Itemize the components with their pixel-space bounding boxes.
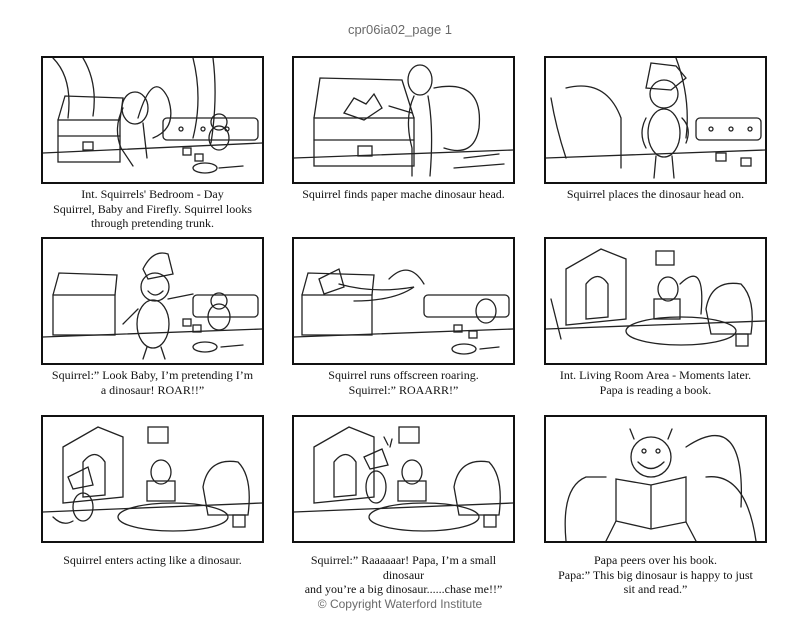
runs-offscreen-sketch (294, 268, 513, 355)
storyboard-panel-6: Int. Living Room Area - Moments later. P… (544, 237, 767, 397)
copyright-notice: © Copyright Waterford Institute (317, 597, 483, 611)
trunk-dino-head-sketch (294, 64, 513, 177)
panel-caption: Squirrel:” Look Baby, I’m pretending I’m… (51, 368, 254, 397)
storyboard-panel-2: Squirrel finds paper mache dinosaur head… (292, 56, 515, 202)
panel-caption: Int. Squirrels' Bedroom - Day Squirrel, … (53, 187, 252, 230)
panel-frame (292, 56, 515, 184)
living-room-sketch (546, 248, 765, 347)
storyboard-panel-3: Squirrel places the dinosaur head on. (544, 56, 767, 202)
storyboard-panel-4: Squirrel:” Look Baby, I’m pretending I’m… (41, 237, 264, 397)
panel-caption: Squirrel runs offscreen roaring. Squirre… (328, 368, 479, 397)
panel-frame (41, 56, 264, 184)
panel-frame (544, 56, 767, 184)
storyboard-panel-7: Squirrel enters acting like a dinosaur. (41, 415, 264, 568)
enters-dinosaur-sketch (43, 426, 262, 532)
chase-me-sketch (294, 426, 513, 532)
storyboard-panel-9: Papa peers over his book. Papa:” This bi… (544, 415, 767, 597)
panel-caption: Squirrel enters acting like a dinosaur. (63, 553, 242, 567)
storyboard-panel-5: Squirrel runs offscreen roaring. Squirre… (292, 237, 515, 397)
page-title: cpr06ia02_page 1 (347, 22, 453, 37)
panel-frame (544, 415, 767, 543)
panel-frame (544, 237, 767, 365)
panel-frame (41, 415, 264, 543)
panel-caption: Squirrel finds paper mache dinosaur head… (302, 187, 505, 201)
panel-frame (292, 237, 515, 365)
panel-frame (292, 415, 515, 543)
roar-at-baby-sketch (43, 252, 262, 360)
wearing-dino-head-sketch (546, 58, 765, 179)
storyboard-panel-1: Int. Squirrels' Bedroom - Day Squirrel, … (41, 56, 264, 231)
panel-caption: Squirrel places the dinosaur head on. (566, 187, 745, 201)
panel-caption: Squirrel:” Raaaaaar! Papa, I’m a small d… (304, 553, 503, 596)
panel-caption: Papa peers over his book. Papa:” This bi… (558, 553, 753, 596)
papa-closeup-sketch (564, 428, 757, 541)
panel-frame (41, 237, 264, 365)
storyboard-panel-8: Squirrel:” Raaaaaar! Papa, I’m a small d… (292, 415, 515, 597)
panel-caption: Int. Living Room Area - Moments later. P… (559, 368, 752, 397)
bedroom-trunk-sketch (43, 58, 262, 174)
